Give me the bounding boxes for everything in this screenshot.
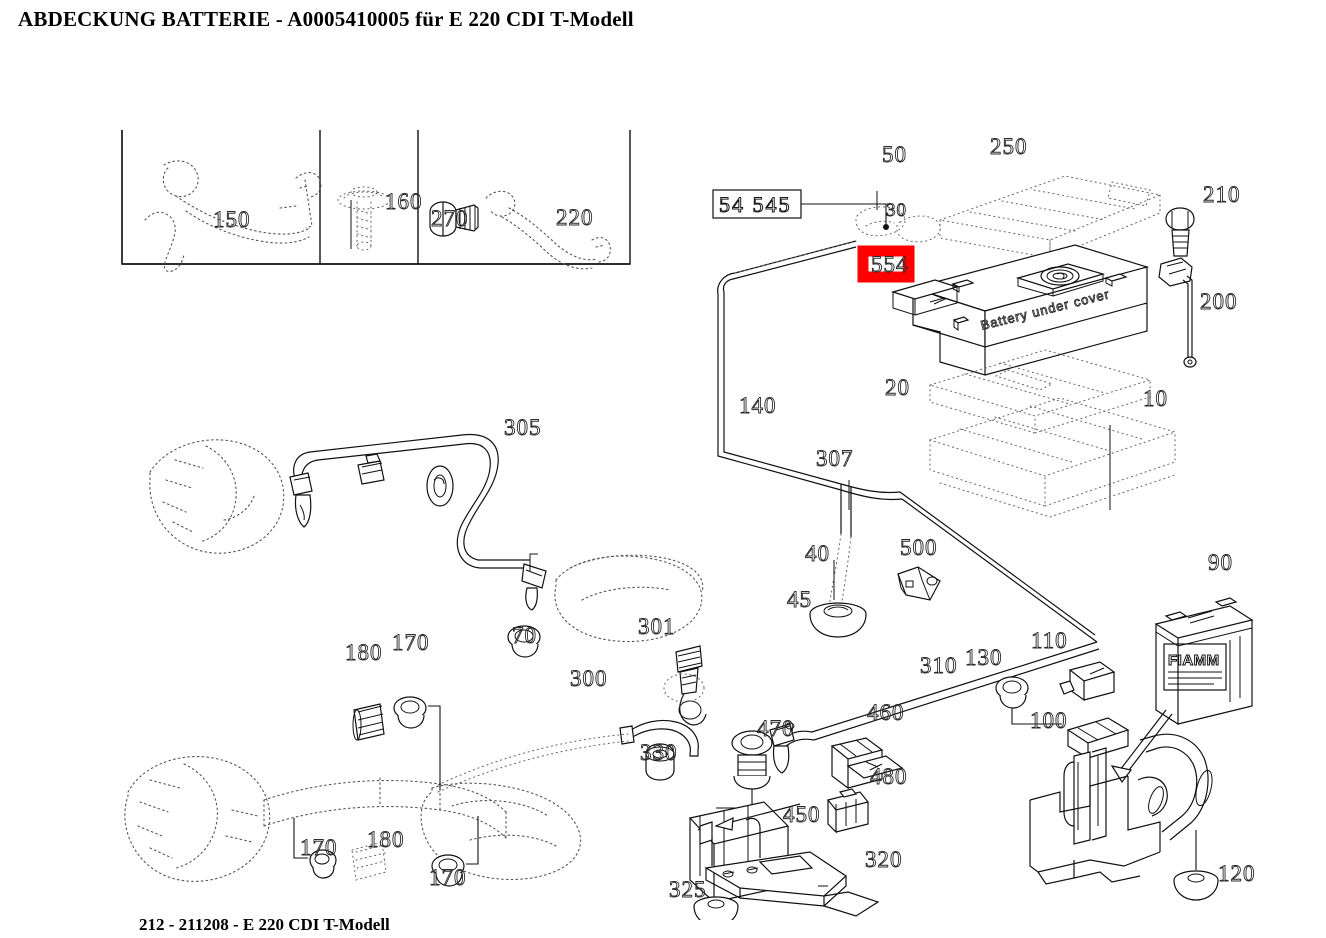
label-450: 450 <box>783 802 821 827</box>
label-40: 40 <box>805 541 830 566</box>
label-110: 110 <box>1031 628 1068 653</box>
label-100: 100 <box>1030 708 1068 733</box>
part-90-battery: FIAMM <box>1110 597 1254 784</box>
part-305-hose <box>289 433 547 611</box>
part-180-sleeve-upper <box>352 703 385 741</box>
part-180-sleeve-lower <box>351 841 387 881</box>
label-180: 180 <box>345 640 383 665</box>
part-460-relay-block <box>830 737 904 790</box>
label-20: 20 <box>885 375 910 400</box>
label-50: 50 <box>882 142 907 167</box>
label-301: 301 <box>638 614 676 639</box>
label-45: 45 <box>787 587 812 612</box>
part-470-collar-nut <box>716 730 773 809</box>
part-320-rail-bracket <box>704 851 880 917</box>
part-130-nut <box>995 676 1062 725</box>
label-325: 325 <box>669 877 707 902</box>
part-50-clamp <box>855 191 906 237</box>
label-300: 300 <box>570 666 608 691</box>
label-470: 470 <box>757 716 795 741</box>
label-130: 130 <box>965 645 1003 670</box>
label-310: 310 <box>920 653 958 678</box>
label-460: 460 <box>867 700 905 725</box>
part-100-battery-holder <box>1029 717 1213 885</box>
battery-brand-text: FIAMM <box>1168 652 1220 669</box>
part-120-grommet <box>1173 870 1219 901</box>
inset-part-160 <box>337 186 391 251</box>
label-500: 500 <box>900 535 938 560</box>
label-30: 30 <box>886 200 907 221</box>
part-300-hose-lower <box>437 719 699 793</box>
label-305: 305 <box>504 415 542 440</box>
inset-part-220 <box>485 190 611 270</box>
group-callout-text: 54 545 <box>719 192 792 217</box>
part-20-battery-tray <box>928 349 1152 434</box>
label-160: 160 <box>385 189 423 214</box>
label-10: 10 <box>1143 386 1168 411</box>
label-140: 140 <box>739 393 777 418</box>
label-150: 150 <box>213 207 251 232</box>
part-500-bracket <box>897 566 941 601</box>
label-480: 480 <box>870 764 908 789</box>
label-210: 210 <box>1203 182 1241 207</box>
part-170-nut-upper <box>393 696 441 790</box>
label-200: 200 <box>1200 289 1238 314</box>
highlight-label-554: 554 <box>871 252 909 277</box>
label-330: 330 <box>640 740 678 765</box>
highlight-box-554[interactable]: 554 <box>857 245 915 283</box>
part-301-connector <box>663 645 707 726</box>
part-10-battery-box <box>928 397 1177 518</box>
label-270: 270 <box>431 206 469 231</box>
part-554-battery-cover: Battery under cover <box>890 244 1150 376</box>
label-307: 307 <box>816 446 854 471</box>
label-170-bottom: 170 <box>429 865 467 890</box>
part-250-rail <box>938 175 1162 259</box>
reference-module-middle <box>554 554 704 643</box>
reference-component-upper <box>149 439 285 554</box>
part-70-nut-upper <box>507 625 541 658</box>
exploded-parts-diagram: 54 545 <box>0 40 1326 920</box>
reference-component-lower <box>124 756 271 882</box>
part-310-cable <box>769 641 1100 774</box>
part-number-labels: 150 160 270 220 50 250 210 30 200 140 20… <box>213 134 1256 903</box>
part-200-sensor-cable <box>1158 257 1197 368</box>
label-120: 120 <box>1218 861 1256 886</box>
label-90: 90 <box>1208 550 1233 575</box>
group-callout-54545: 54 545 <box>712 189 889 230</box>
label-70: 70 <box>512 623 537 648</box>
label-170: 170 <box>392 630 430 655</box>
reference-motor <box>420 782 582 881</box>
page-title: ABDECKUNG BATTERIE - A0005410005 für E 2… <box>18 7 634 31</box>
inset-part-150 <box>144 160 322 273</box>
part-110-relay-cap <box>1059 661 1116 702</box>
part-140-harness <box>717 240 1098 643</box>
page-footer: 212 - 211208 - E 220 CDI T-Modell <box>139 915 390 934</box>
label-180-lower: 180 <box>367 827 405 852</box>
inset-panel <box>121 130 631 273</box>
part-170-nut-left <box>293 818 337 879</box>
part-30-bracket <box>896 215 941 243</box>
part-307-cable-branch <box>827 480 852 619</box>
label-250: 250 <box>990 134 1028 159</box>
part-480-connector-shell <box>826 788 870 834</box>
inset-part-270 <box>429 201 479 237</box>
part-330-bushing <box>645 743 675 781</box>
part-210-bolt <box>1165 207 1195 257</box>
label-220: 220 <box>556 205 594 230</box>
label-170-left: 170 <box>300 835 338 860</box>
part-325-grommet <box>693 896 739 920</box>
part-45-grommet <box>809 602 867 638</box>
part-170-nut-bottom <box>431 816 479 887</box>
label-320: 320 <box>865 847 903 872</box>
